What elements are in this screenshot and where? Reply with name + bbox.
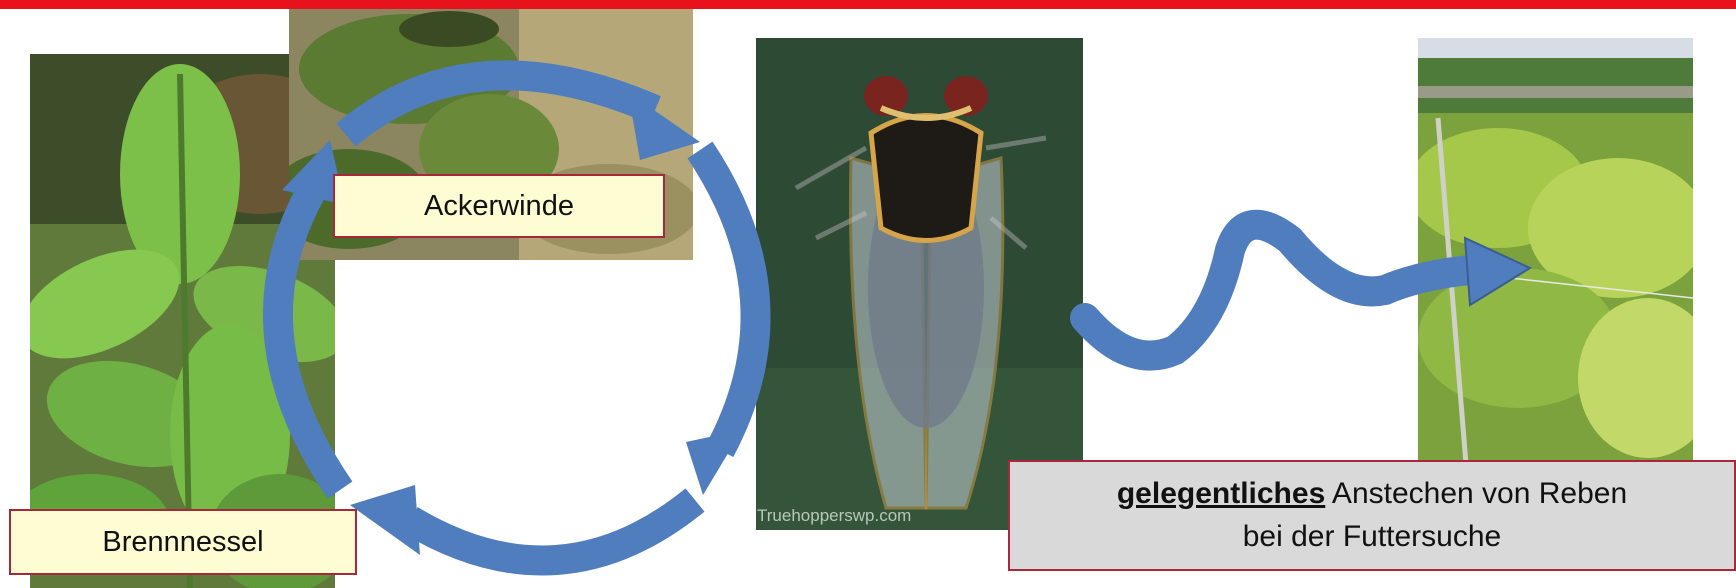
ackerwinde-label: Ackerwinde	[333, 174, 665, 238]
caption-line-2: bei der Futtersuche	[1242, 519, 1502, 553]
feeding-caption: gelegentliches Anstechen von Reben bei d…	[1008, 460, 1736, 571]
caption-line-1-rest: Anstechen von Reben	[1325, 476, 1628, 510]
wavy-arrow-body	[1070, 209, 1485, 371]
caption-emphasis: gelegentliches	[1116, 476, 1326, 510]
wavy-arrowhead	[1463, 236, 1533, 307]
photo-credit: Truehopperswp.com	[757, 506, 912, 525]
top-accent-bar	[0, 0, 1736, 9]
brennnessel-label: Brennnessel	[9, 509, 357, 575]
cycle-arrowhead-right	[686, 430, 742, 495]
cycle-arrow-left	[262, 177, 353, 499]
cycle-arrowhead-top	[628, 92, 700, 160]
cycle-arrow-bottom	[402, 488, 705, 576]
caption-line-1: gelegentliches Anstechen von Reben	[1117, 473, 1627, 516]
cycle-arrow-right	[687, 141, 771, 458]
cycle-arrow-top	[336, 60, 661, 147]
cycle-arrowhead-bottom	[350, 485, 420, 555]
cycle-arrowhead-left	[282, 140, 345, 205]
vineyard-photo	[1418, 38, 1693, 464]
